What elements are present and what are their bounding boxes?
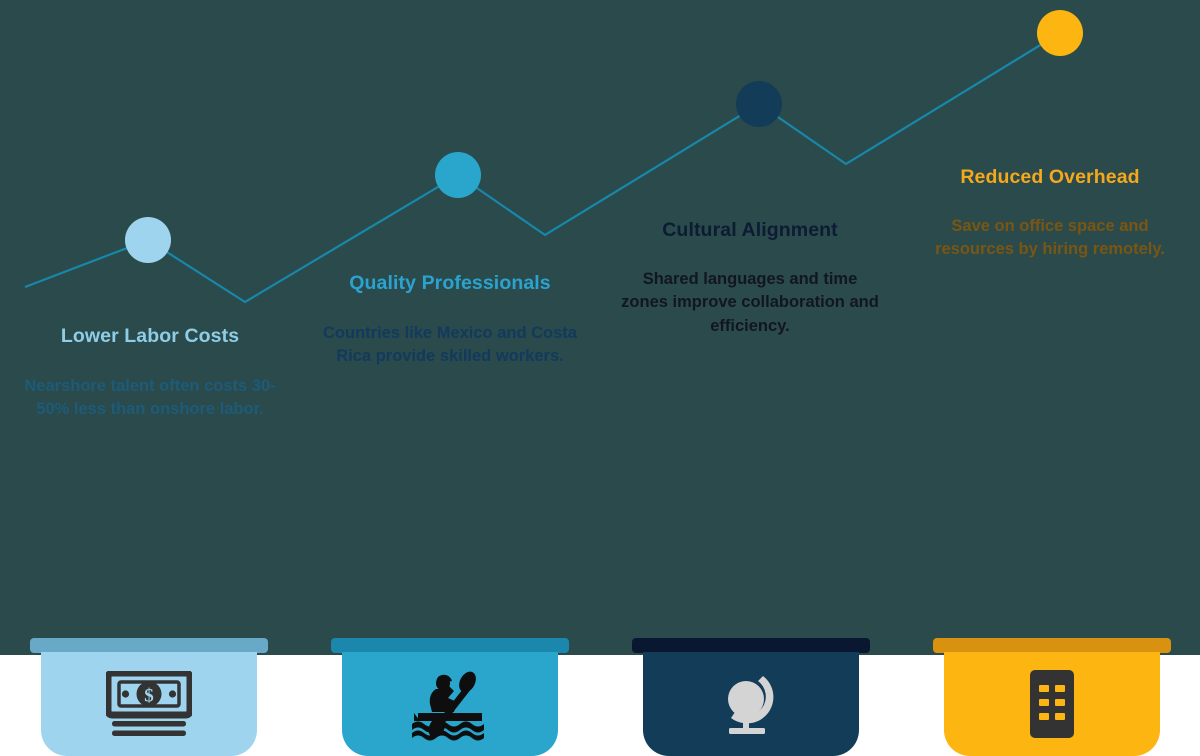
icon-box-lid-3 bbox=[632, 638, 870, 653]
globe-stand-icon bbox=[643, 652, 859, 756]
benefit-body-3: Shared languages and time zones improve … bbox=[621, 270, 879, 335]
benefit-body-1: Nearshore talent often costs 30-50% less… bbox=[24, 377, 276, 419]
benefit-column-quality-professionals: Quality Professionals Countries like Mex… bbox=[300, 0, 600, 655]
office-building-icon bbox=[944, 652, 1160, 756]
benefit-column-cultural-alignment: Cultural Alignment Shared languages and … bbox=[600, 0, 900, 655]
benefit-body-2: Countries like Mexico and Costa Rica pro… bbox=[323, 324, 577, 366]
benefit-title-3: Cultural Alignment bbox=[662, 219, 838, 241]
benefit-column-reduced-overhead: Reduced Overhead Save on office space an… bbox=[900, 0, 1200, 655]
benefit-title-1: Lower Labor Costs bbox=[60, 325, 240, 347]
kayaker-icon bbox=[342, 652, 558, 756]
icon-box-lid-2 bbox=[331, 638, 569, 653]
benefit-title-2: Quality Professionals bbox=[349, 272, 551, 294]
benefit-body-4: Save on office space and resources by hi… bbox=[935, 217, 1165, 259]
svg-text:$: $ bbox=[144, 686, 154, 707]
benefit-title-4: Reduced Overhead bbox=[960, 166, 1140, 188]
money-bills-icon: $ bbox=[41, 652, 257, 756]
icon-box-lid-4 bbox=[933, 638, 1171, 653]
icon-box-lid-1 bbox=[30, 638, 268, 653]
benefit-column-lower-labor-costs: Lower Labor Costs Nearshore talent often… bbox=[0, 0, 300, 655]
